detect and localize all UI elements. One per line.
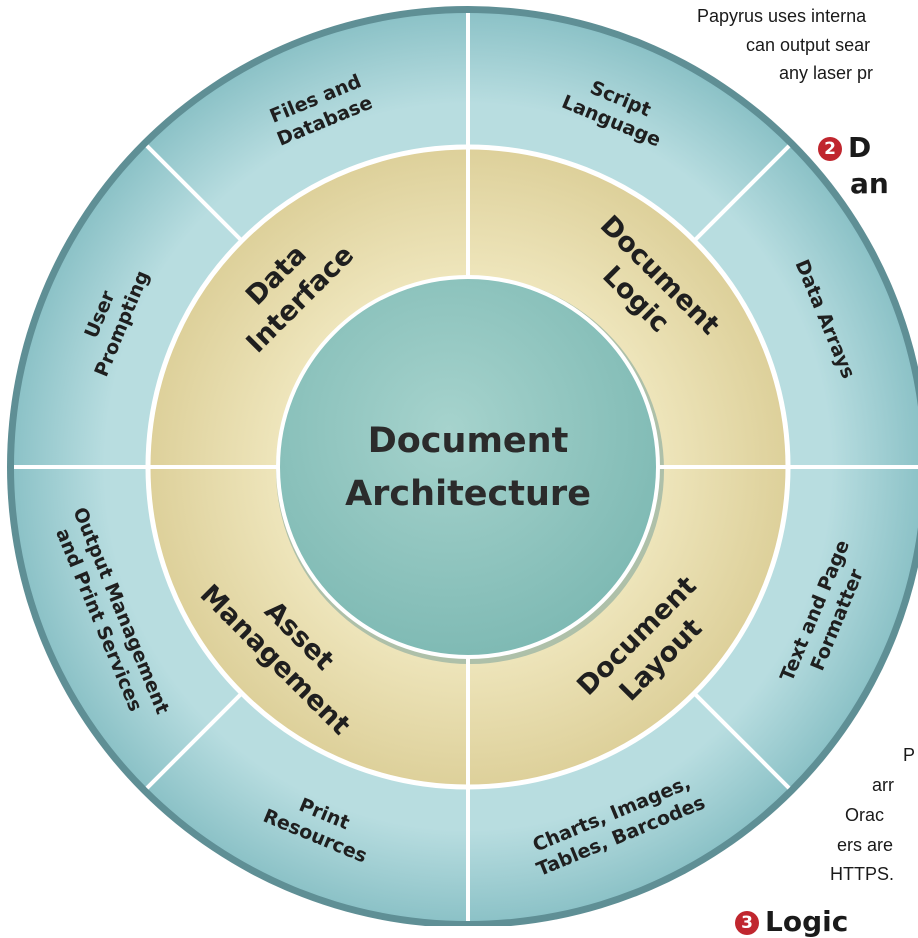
section-2-number-badge: 2 <box>818 137 842 161</box>
center-title-line-1: Document <box>368 421 569 461</box>
body-line-4: ers are <box>837 835 894 855</box>
section-2-heading-line-1: D <box>848 131 872 164</box>
outer-divider-4 <box>145 691 244 790</box>
body-line-3: Orac <box>845 805 885 825</box>
intro-line-3: any laser pr <box>779 63 874 83</box>
body-line-5: HTTPS. <box>830 864 895 884</box>
body-line-1: P <box>903 745 916 765</box>
body-line-2: arr <box>872 775 894 795</box>
outer-divider-2 <box>692 691 791 790</box>
outer-divider-6 <box>145 144 244 243</box>
center-circle <box>276 275 660 659</box>
intro-line-2: can output sear <box>746 35 871 55</box>
outer-divider-8 <box>692 144 791 243</box>
center-title-line-2: Architecture <box>345 474 591 514</box>
intro-line-1: Papyrus uses interna <box>697 6 867 26</box>
section-2-heading-line-2: an <box>850 167 889 200</box>
